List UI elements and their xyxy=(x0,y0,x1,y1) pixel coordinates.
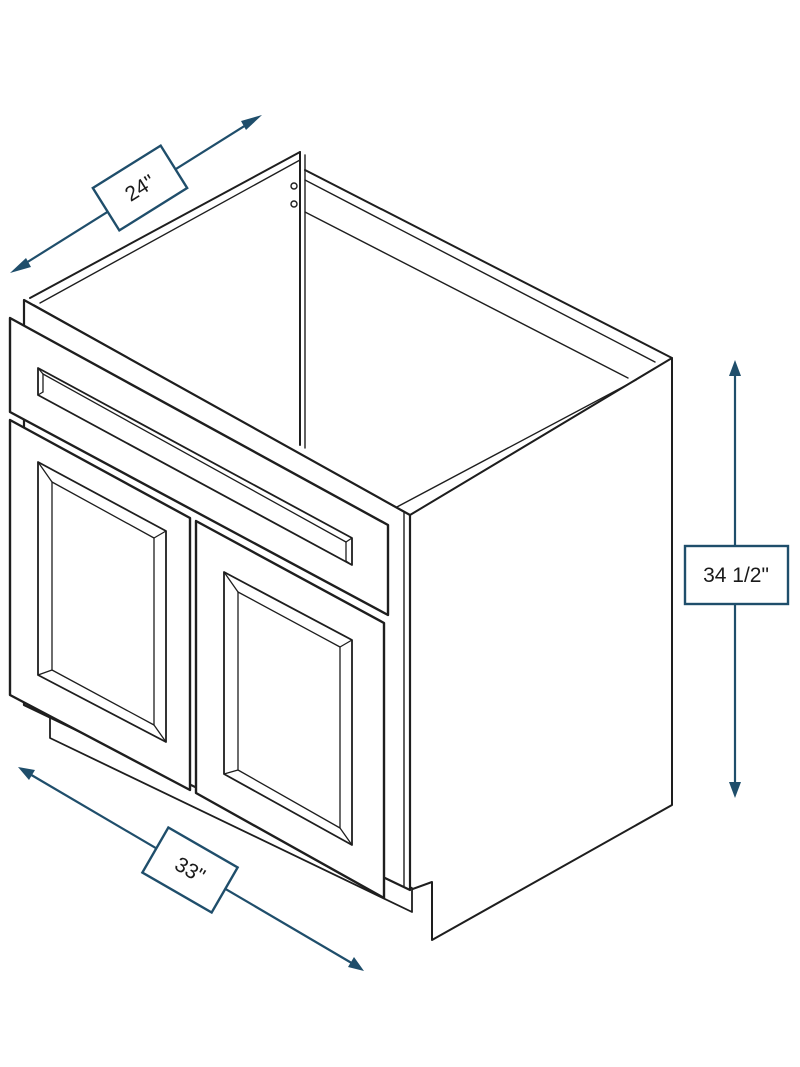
arrowhead-icon xyxy=(729,360,741,376)
left-door xyxy=(8,418,192,792)
cabinet-side-panel xyxy=(409,357,673,941)
arrowhead-icon xyxy=(241,115,262,130)
height-dimension: 34 1/2" xyxy=(683,360,790,798)
depth-dimension: 24" xyxy=(10,115,262,273)
arrowhead-icon xyxy=(10,258,31,273)
false-drawer-front xyxy=(8,316,390,617)
shelf-pin-hole xyxy=(290,200,298,208)
height-label-box xyxy=(683,544,790,606)
cabinet-open-top xyxy=(29,151,673,516)
depth-label-box xyxy=(91,143,189,233)
sink-base-cabinet xyxy=(8,151,673,941)
right-door xyxy=(194,519,386,900)
shelf-pin-hole xyxy=(290,182,298,190)
width-dimension: 33" xyxy=(18,767,364,971)
arrowhead-icon xyxy=(348,957,364,971)
width-label-box xyxy=(140,825,240,915)
height-label: 34 1/2" xyxy=(703,564,769,587)
arrowhead-icon xyxy=(729,782,741,798)
arrowhead-icon xyxy=(18,767,35,780)
